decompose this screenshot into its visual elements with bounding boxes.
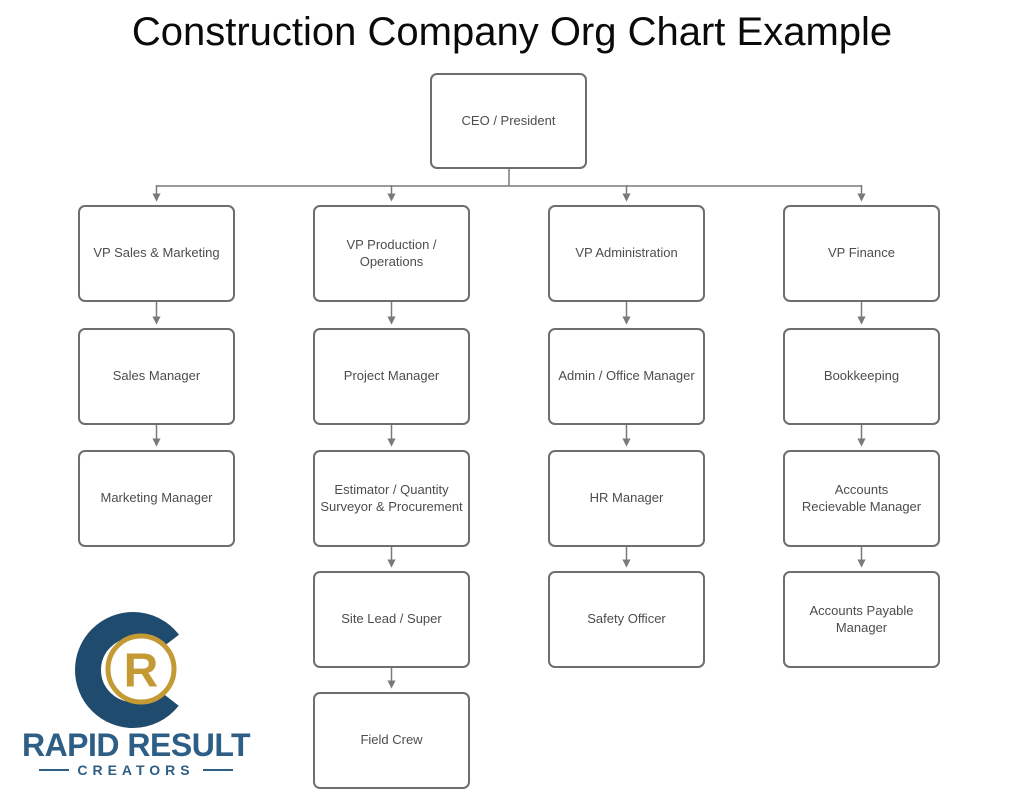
org-node-accounts-payable-manager: Accounts Payable Manager	[783, 571, 940, 668]
org-node-accounts-receivable-manager: Accounts Recievable Manager	[783, 450, 940, 547]
org-node-vp-sales-marketing: VP Sales & Marketing	[78, 205, 235, 302]
org-node-site-lead-super: Site Lead / Super	[313, 571, 470, 668]
r-monogram-letter: R	[124, 645, 159, 698]
org-node-estimator-quantity-surveyor: Estimator / Quantity Surveyor & Procurem…	[313, 450, 470, 547]
org-node-marketing-manager: Marketing Manager	[78, 450, 235, 547]
org-node-sales-manager: Sales Manager	[78, 328, 235, 425]
org-node-safety-officer: Safety Officer	[548, 571, 705, 668]
logo-wordmark: RAPID RESULT	[21, 727, 251, 763]
logo-rule-right	[202, 769, 233, 771]
org-node-project-manager: Project Manager	[313, 328, 470, 425]
org-node-bookkeeping: Bookkeeping	[783, 328, 940, 425]
logo-monogram-icon: R	[75, 612, 191, 728]
org-node-vp-administration: VP Administration	[548, 205, 705, 302]
r-monogram-ring-icon	[105, 633, 177, 705]
logo-subtitle: CREATORS	[15, 762, 257, 778]
org-node-field-crew: Field Crew	[313, 692, 470, 789]
c-monogram-icon	[75, 612, 191, 728]
org-node-hr-manager: HR Manager	[548, 450, 705, 547]
org-node-ceo: CEO / President	[430, 73, 587, 169]
org-node-vp-finance: VP Finance	[783, 205, 940, 302]
page-title: Construction Company Org Chart Example	[131, 10, 893, 54]
logo-rule-left	[39, 769, 70, 771]
org-node-admin-office-manager: Admin / Office Manager	[548, 328, 705, 425]
logo-subtitle-text: CREATORS	[77, 762, 195, 778]
org-node-vp-production-operations: VP Production / Operations	[313, 205, 470, 302]
